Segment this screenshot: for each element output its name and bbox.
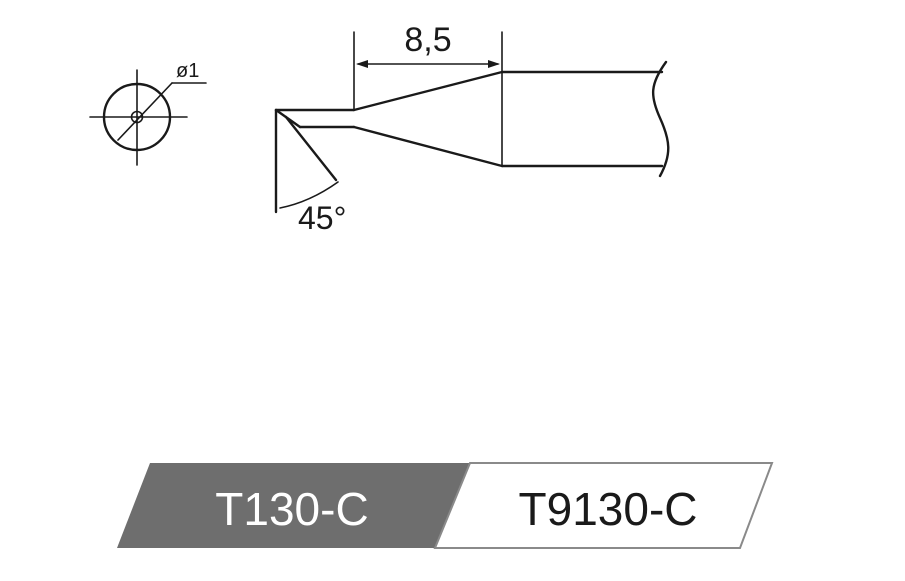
cone-lower-edge bbox=[352, 125, 504, 168]
angle-construction-line bbox=[284, 115, 338, 182]
right-model-label: T9130-C bbox=[519, 483, 698, 535]
angle-label: 45° bbox=[298, 200, 346, 236]
length-arrow-right bbox=[488, 60, 500, 68]
diameter-leader-line bbox=[117, 82, 173, 141]
length-label: 8,5 bbox=[404, 21, 451, 59]
length-dimension: 8,5 bbox=[353, 21, 503, 167]
cone-upper-edge bbox=[352, 70, 504, 112]
model-label-band: T130-C T9130-C bbox=[117, 462, 774, 549]
length-arrow-left bbox=[356, 60, 368, 68]
left-model-label: T130-C bbox=[215, 483, 368, 535]
tip-side-profile bbox=[274, 60, 670, 214]
tip-end-view: ø1 bbox=[89, 60, 207, 166]
angle-arc bbox=[279, 181, 339, 209]
angle-dimension: 45° bbox=[279, 181, 346, 236]
right-model-band bbox=[433, 462, 774, 549]
diameter-label: ø1 bbox=[176, 60, 199, 82]
shaft-break-line bbox=[652, 60, 670, 178]
left-model-band bbox=[117, 463, 470, 548]
